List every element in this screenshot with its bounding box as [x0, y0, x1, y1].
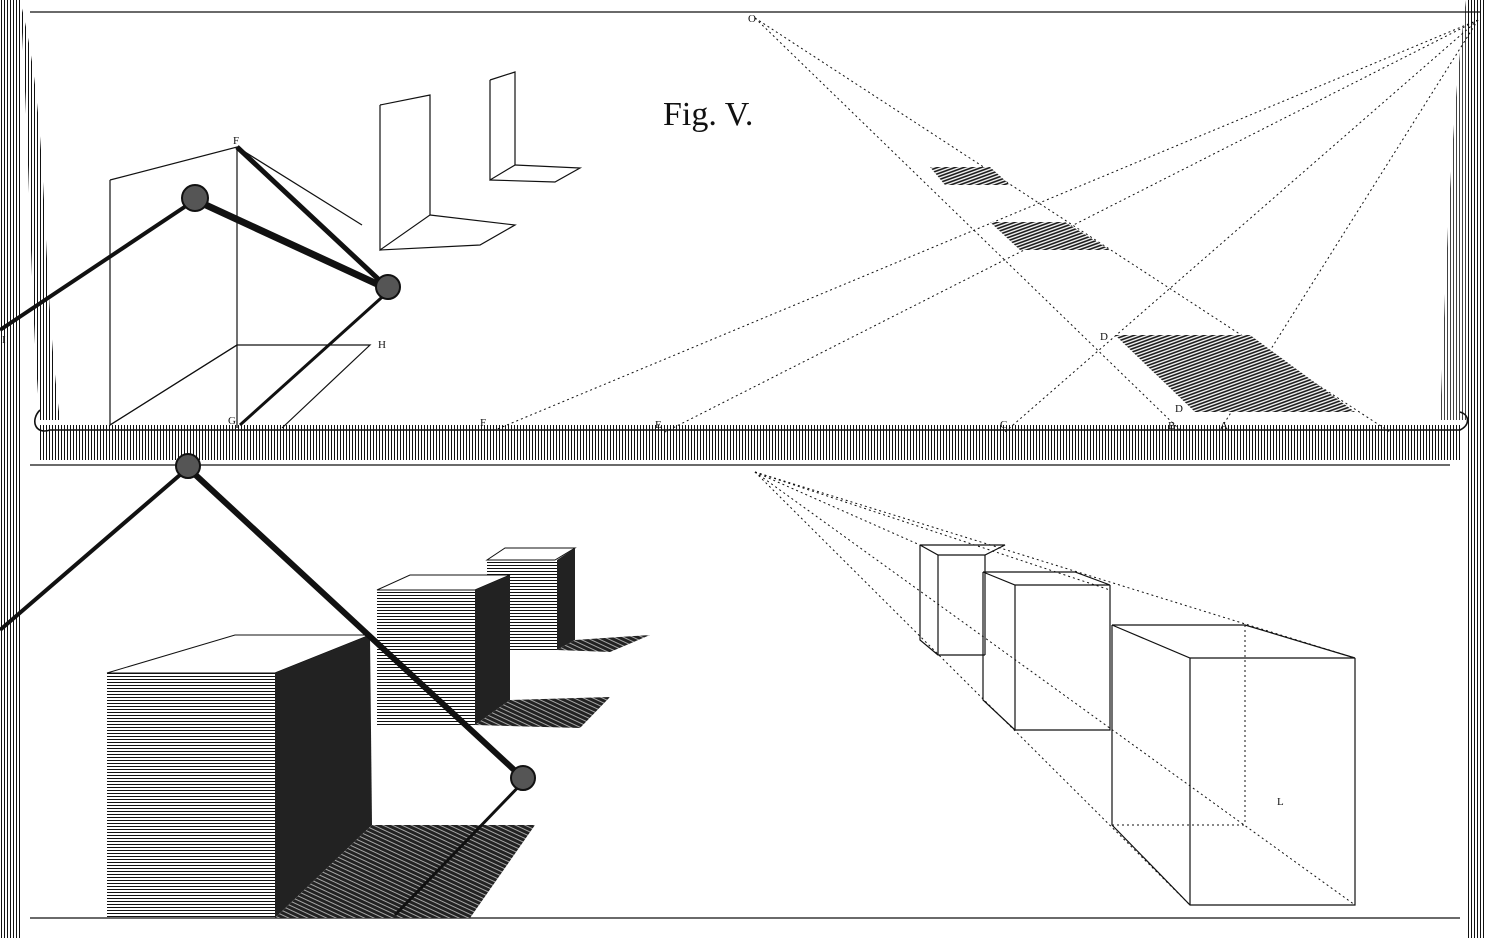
- upper-labels: O F H G I F E C B A D D: [2, 13, 1228, 432]
- tile-mid: [990, 222, 1110, 250]
- label-I: I: [2, 334, 6, 346]
- lower-compass: [0, 453, 536, 917]
- label-F-base: F: [480, 417, 486, 429]
- lower-wireframe-boxes: [919, 544, 1356, 906]
- tile-near: [1115, 335, 1355, 412]
- label-D-upper: D: [1100, 331, 1108, 343]
- label-B: B: [1168, 420, 1175, 432]
- lower-solid-blocks: [106, 547, 650, 918]
- figure-title: Fig. V.: [663, 96, 753, 133]
- label-F-top: F: [233, 135, 239, 147]
- label-L: L: [1277, 796, 1284, 808]
- label-H: H: [378, 339, 386, 351]
- lower-perspective-lines: [754, 471, 1356, 906]
- upper-wireframe-box: [109, 146, 372, 429]
- label-D-lower: D: [1175, 403, 1183, 415]
- shaded-floor-tiles: [930, 167, 1355, 412]
- folded-card-models: [379, 71, 583, 252]
- label-G: G: [228, 415, 236, 427]
- upper-compass: [0, 145, 401, 427]
- label-A: A: [1220, 420, 1228, 432]
- label-E: E: [655, 419, 662, 431]
- label-C: C: [1000, 419, 1007, 431]
- label-O: O: [748, 13, 756, 25]
- tile-far: [930, 167, 1010, 185]
